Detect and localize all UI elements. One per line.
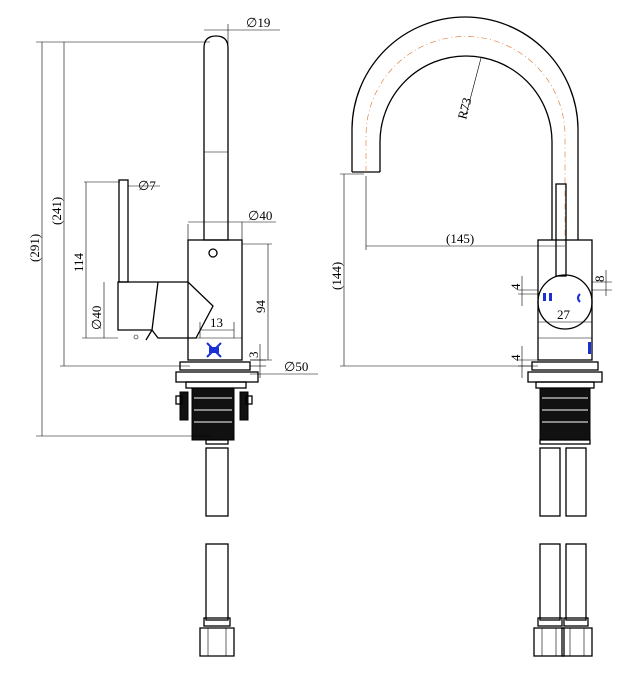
dim-spout-dia: ∅19	[246, 15, 270, 30]
side-body	[187, 239, 243, 361]
dim-height-291: (291)	[27, 234, 42, 262]
dim-lever-dia: ∅7	[138, 178, 156, 193]
front-dimensions: R73 (145) (144) 4 8 27	[329, 96, 612, 378]
dim-radius: R73	[454, 96, 474, 121]
dim-27: 27	[557, 307, 571, 322]
dim-body-dia: ∅40	[248, 208, 272, 223]
dim-4-upper: 4	[508, 283, 523, 290]
front-hoses	[533, 447, 593, 657]
front-mount	[539, 387, 591, 445]
front-view: R73 (145) (144) 4 8 27	[329, 16, 612, 657]
dim-height-3: 3	[246, 352, 261, 359]
front-base	[527, 361, 603, 389]
side-dimensions: ∅19 (291) (241) 114 ∅7 ∅40	[27, 15, 318, 437]
side-spout	[203, 35, 229, 241]
dim-base-dia: ∅50	[284, 359, 308, 374]
dim-4-lower: 4	[508, 354, 523, 361]
side-mount	[175, 387, 253, 445]
dim-reach: (145)	[446, 231, 474, 246]
dim-width-13: 13	[210, 315, 223, 330]
dim-height-144: (144)	[329, 262, 344, 290]
front-body	[537, 183, 593, 361]
side-hose	[199, 447, 235, 657]
dim-height-241: (241)	[49, 197, 64, 225]
front-gooseneck	[351, 16, 579, 240]
dim-handle-dia: ∅40	[89, 306, 104, 330]
side-blue-marker	[206, 342, 222, 358]
dim-height-94: 94	[253, 300, 268, 314]
dim-8: 8	[592, 276, 607, 283]
side-view: ∅19 (291) (241) 114 ∅7 ∅40	[27, 15, 318, 657]
dim-height-114: 114	[71, 252, 86, 272]
side-handle	[117, 179, 214, 341]
